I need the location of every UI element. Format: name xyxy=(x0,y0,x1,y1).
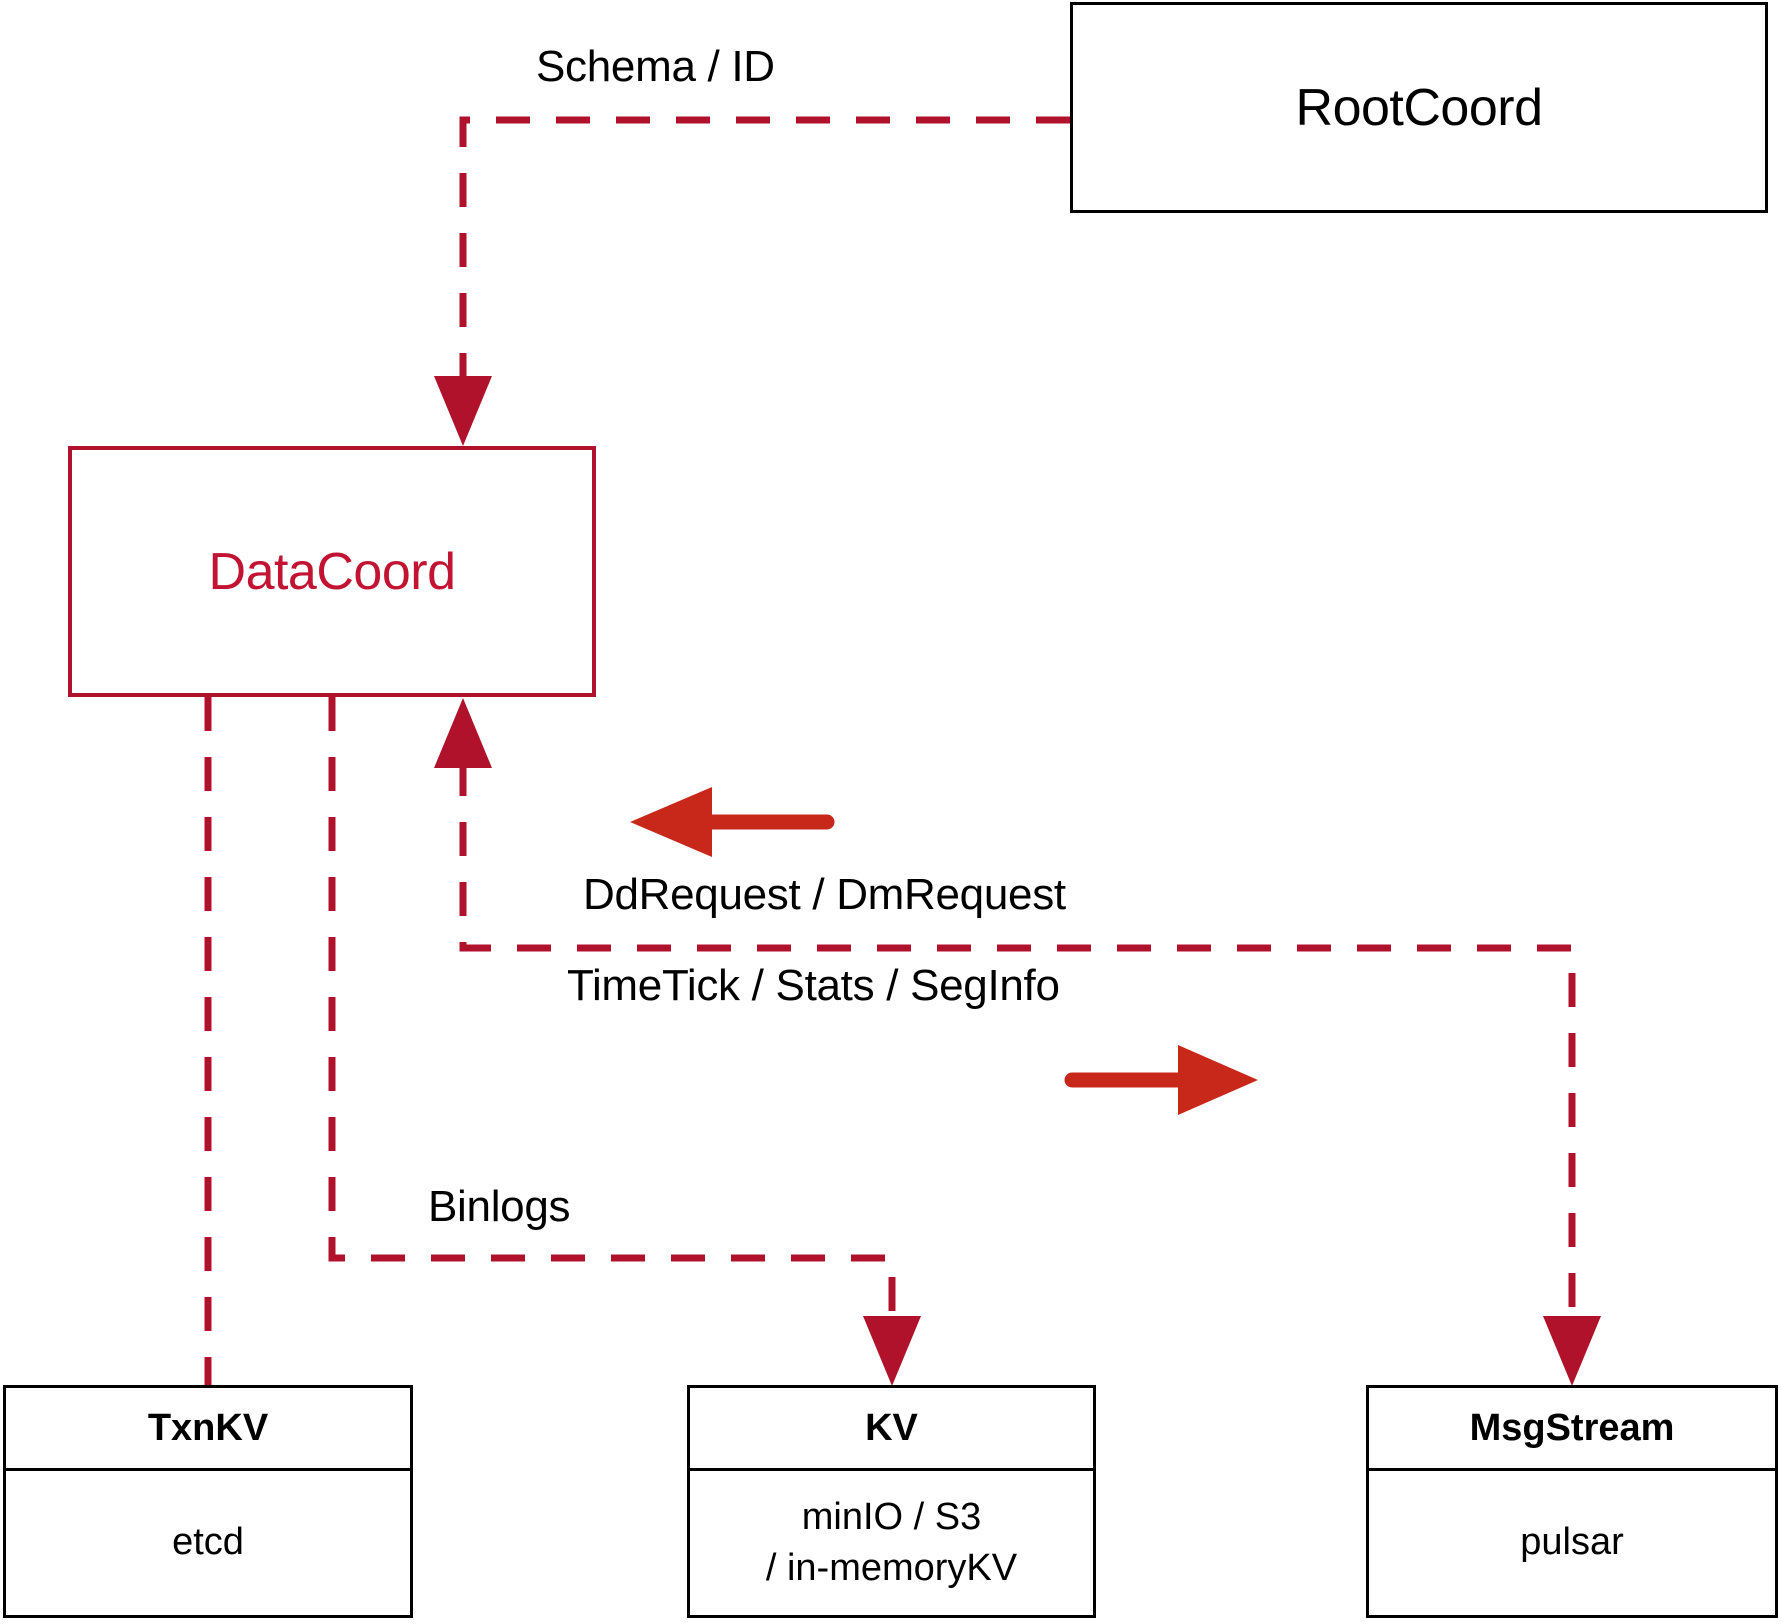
store-msgstream-body-line-1: pulsar xyxy=(1520,1521,1624,1564)
store-msgstream-header: MsgStream xyxy=(1369,1388,1775,1471)
store-kv-header: KV xyxy=(690,1388,1093,1471)
edge-label-binlogs: Binlogs xyxy=(428,1182,571,1231)
direction-arrow-left xyxy=(630,787,835,857)
store-msgstream-body: pulsar xyxy=(1369,1471,1775,1615)
store-kv-body-line-2: / in-memoryKV xyxy=(765,1547,1018,1589)
store-txnkv-body-line-1: etcd xyxy=(172,1521,244,1564)
node-datacoord-label: DataCoord xyxy=(208,542,456,601)
store-txnkv-header: TxnKV xyxy=(6,1388,410,1471)
store-kv[interactable]: KV minIO / S3 / in-memoryKV xyxy=(687,1385,1096,1618)
node-rootcoord-label: RootCoord xyxy=(1295,78,1543,137)
store-txnkv[interactable]: TxnKV etcd xyxy=(3,1385,413,1618)
edge-label-timetick-stats-seginfo: TimeTick / Stats / SegInfo xyxy=(567,961,1060,1010)
edge-msgstream-datacoord xyxy=(434,698,1601,1386)
direction-arrow-right xyxy=(1064,1045,1258,1115)
store-msgstream[interactable]: MsgStream pulsar xyxy=(1366,1385,1778,1618)
store-kv-body-line-1: minIO / S3 xyxy=(801,1495,982,1538)
edge-label-ddrequest-dmrequest: DdRequest / DmRequest xyxy=(583,870,1066,919)
node-rootcoord[interactable]: RootCoord xyxy=(1070,2,1768,213)
store-kv-body: minIO / S3 / in-memoryKV xyxy=(690,1471,1093,1615)
node-datacoord[interactable]: DataCoord xyxy=(68,446,596,697)
edge-label-schema-id: Schema / ID xyxy=(536,42,775,91)
edge-datacoord-kv-binlogs xyxy=(328,697,921,1386)
store-txnkv-body: etcd xyxy=(6,1471,410,1615)
edge-schema-id xyxy=(434,116,1070,446)
